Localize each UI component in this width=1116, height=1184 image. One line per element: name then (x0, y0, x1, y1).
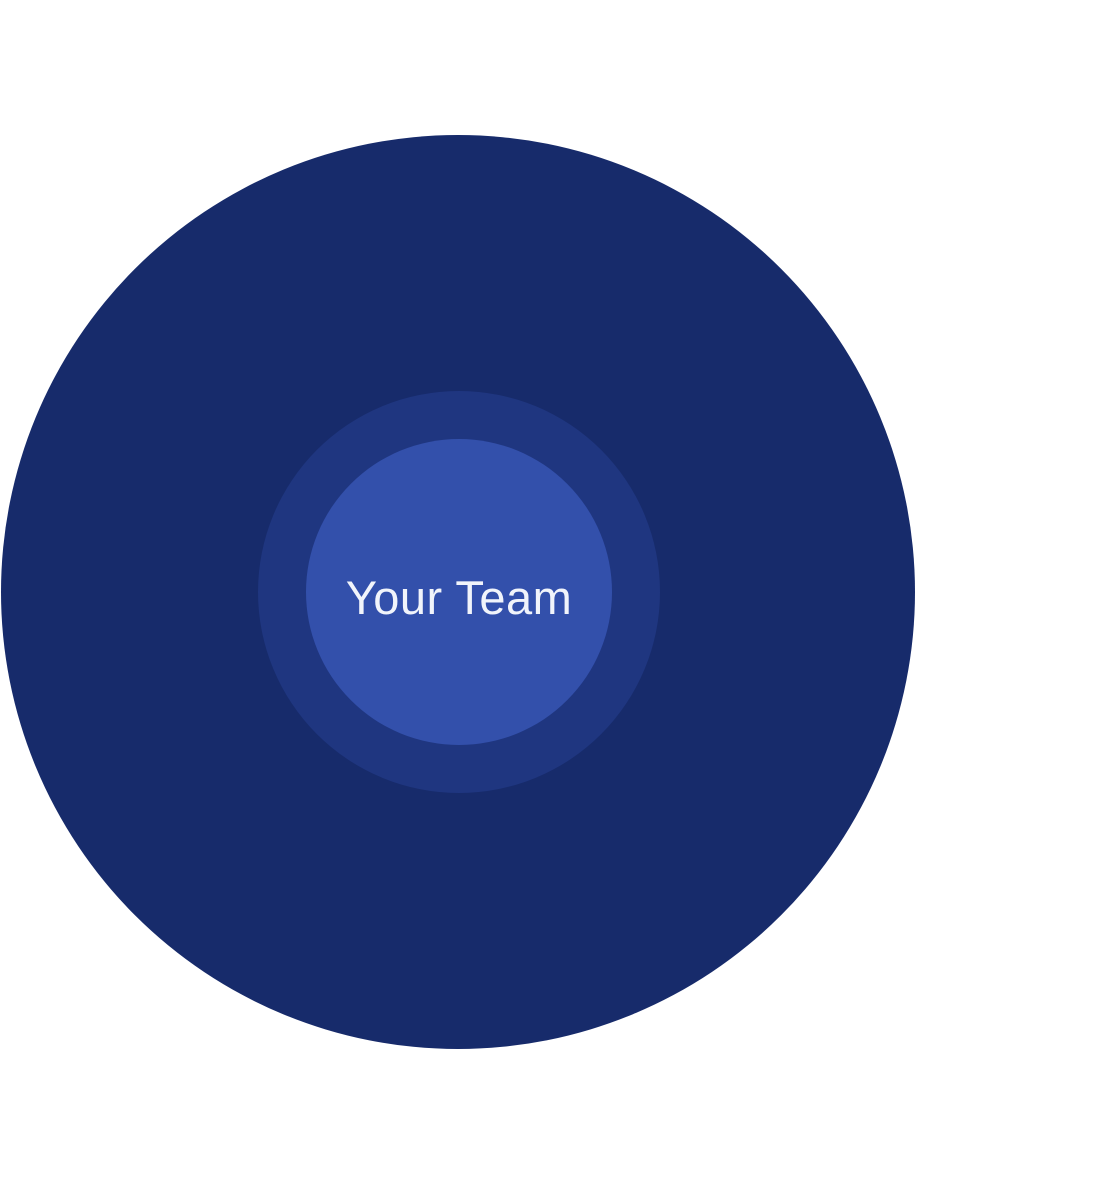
center-label: Your Team (345, 570, 573, 624)
inner-circle: Your Team (306, 439, 612, 745)
